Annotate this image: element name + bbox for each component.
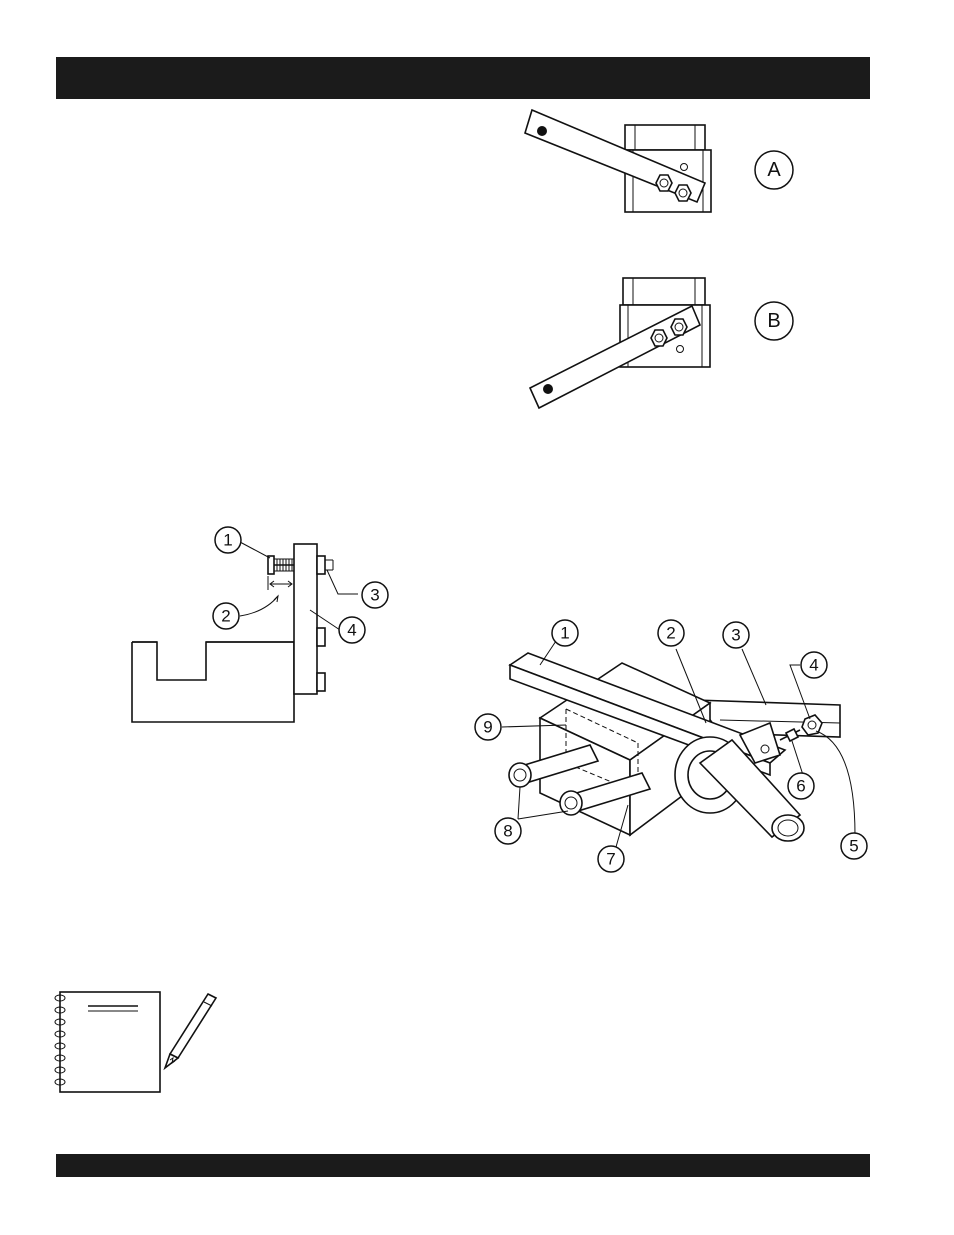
assembly-drawing: 1 2 3 4 5 6 7 8 9 — [470, 615, 890, 880]
bolt-icon — [675, 185, 691, 201]
footer-bar — [56, 1154, 870, 1177]
side-view-drawing: 1 2 3 4 — [120, 520, 410, 730]
assembly-callout-2: 2 — [666, 624, 675, 643]
side-callout-2: 2 — [221, 607, 230, 626]
assembly-callout-7: 7 — [606, 850, 615, 869]
label-b: B — [767, 310, 780, 332]
header-bar — [56, 57, 870, 99]
assembly-callout-4: 4 — [809, 656, 818, 675]
side-callout-3: 3 — [370, 586, 379, 605]
assembly-callout-3: 3 — [731, 626, 740, 645]
assembly-callout-6: 6 — [796, 777, 805, 796]
assembly-callout-5: 5 — [849, 837, 858, 856]
label-a: A — [767, 159, 781, 181]
side-callout-4: 4 — [347, 621, 356, 640]
figure-b-drawing: B — [520, 270, 820, 415]
side-callout-1: 1 — [223, 531, 232, 550]
figure-a-drawing: A — [520, 105, 820, 220]
bolt-icon — [656, 175, 672, 191]
assembly-callout-8: 8 — [503, 822, 512, 841]
assembly-callout-1: 1 — [560, 624, 569, 643]
bolt-icon — [651, 330, 667, 346]
assembly-callout-9: 9 — [483, 718, 492, 737]
bolt-icon — [671, 319, 687, 335]
notebook-icon — [52, 988, 232, 1098]
pencil-icon — [165, 994, 216, 1068]
